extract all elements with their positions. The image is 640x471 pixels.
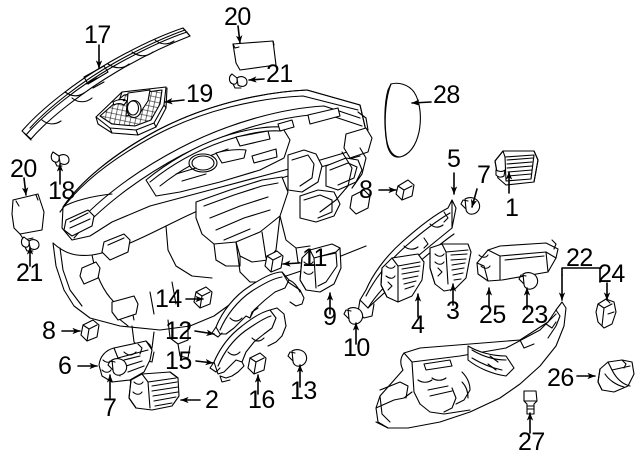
part-4-air-vent — [380, 253, 425, 303]
part-19-speaker-grille — [95, 86, 168, 136]
callout-label-16[interactable]: 16 — [248, 386, 275, 414]
arrow-7b — [470, 188, 478, 208]
callout-label-8b[interactable]: 8 — [359, 176, 373, 204]
part-1-air-vent — [494, 150, 539, 186]
callout-label-20a[interactable]: 20 — [224, 3, 251, 31]
callout-label-2[interactable]: 2 — [205, 386, 219, 414]
part-22-glove-box — [375, 301, 567, 429]
callout-label-22[interactable]: 22 — [566, 244, 593, 272]
callout-label-21c[interactable]: 21 — [16, 259, 43, 287]
part-25-glovebox-upper-trim — [476, 239, 559, 282]
callout-label-4[interactable]: 4 — [411, 311, 425, 339]
part-16-retainer-clip — [247, 352, 267, 375]
callout-label-14[interactable]: 14 — [155, 285, 182, 313]
arrow-15 — [195, 358, 214, 366]
arrow-21b — [248, 76, 265, 83]
callout-label-3[interactable]: 3 — [446, 297, 460, 325]
callout-label-13[interactable]: 13 — [290, 377, 317, 405]
part-2-air-vent — [128, 371, 180, 411]
callout-label-8a[interactable]: 8 — [42, 317, 56, 345]
part-7-push-pin-a — [107, 358, 128, 376]
part-10-push-pin — [343, 307, 364, 325]
callout-label-20b[interactable]: 20 — [10, 155, 37, 183]
callout-label-28[interactable]: 28 — [433, 81, 460, 109]
part-28-side-end-cap — [384, 82, 421, 158]
callout-label-19[interactable]: 19 — [186, 80, 213, 108]
callout-label-12[interactable]: 12 — [165, 317, 192, 345]
arrow-19 — [164, 98, 185, 105]
part-13-push-pin — [287, 349, 308, 367]
part-14-retainer-clip — [193, 286, 213, 309]
part-27-screw-bolt — [523, 390, 538, 415]
callout-label-6[interactable]: 6 — [58, 352, 72, 380]
part-20-cover-plate-b — [11, 193, 45, 241]
callout-label-7a[interactable]: 7 — [103, 394, 117, 422]
callout-label-18[interactable]: 18 — [48, 177, 75, 205]
part-24-striker-bracket — [595, 298, 617, 329]
arrow-20a — [235, 25, 243, 44]
callout-label-5[interactable]: 5 — [447, 145, 461, 173]
part-3-air-vent — [429, 243, 472, 292]
callout-label-9[interactable]: 9 — [323, 303, 337, 331]
callout-label-21b[interactable]: 21 — [266, 60, 293, 88]
part-7-push-pin-b — [460, 197, 481, 215]
part-8-retainer-clip-a — [80, 319, 100, 342]
part-15-a-pillar-trim-lower — [209, 307, 287, 383]
callout-label-1[interactable]: 1 — [505, 194, 519, 222]
arrow-11 — [282, 260, 300, 267]
callout-label-23[interactable]: 23 — [521, 301, 548, 329]
callout-label-27[interactable]: 27 — [518, 428, 545, 456]
callout-label-17[interactable]: 17 — [84, 21, 111, 49]
callout-label-11[interactable]: 11 — [302, 244, 327, 272]
callout-label-10[interactable]: 10 — [343, 334, 370, 362]
part-12-a-pillar-trim-upper — [211, 271, 305, 338]
callout-label-15[interactable]: 15 — [165, 347, 192, 375]
callout-label-26[interactable]: 26 — [547, 364, 574, 392]
leader-arrows — [21, 25, 611, 434]
callout-label-7b[interactable]: 7 — [477, 161, 491, 189]
arrow-12 — [194, 329, 215, 336]
part-main-instrument-panel — [52, 89, 373, 363]
part-20-cover-plate-a — [232, 40, 277, 71]
part-8-retainer-clip-b — [395, 179, 415, 201]
part-21-spring-clip-b — [228, 73, 248, 89]
arrow-20b — [21, 177, 29, 196]
part-26-latch-handle — [597, 359, 635, 393]
part-9-console-side-trim — [299, 243, 342, 293]
bracket-22 — [561, 267, 601, 283]
part-11-retainer-clip — [264, 250, 284, 273]
callout-label-25[interactable]: 25 — [479, 301, 506, 329]
arrow-28 — [411, 99, 432, 106]
callout-label-24[interactable]: 24 — [598, 260, 625, 288]
part-23-push-pin — [518, 272, 539, 290]
part-17-cowl-garnish-rail — [21, 27, 191, 141]
